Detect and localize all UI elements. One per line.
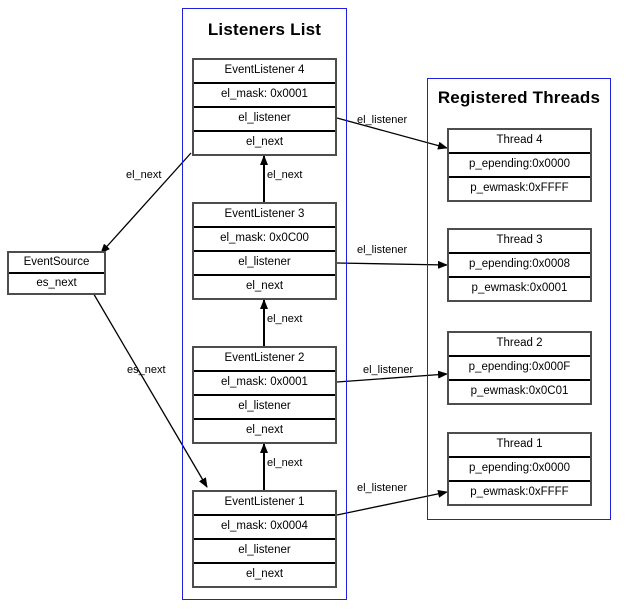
listener3-el-listener: el_listener [194, 252, 335, 276]
listener4-el-listener: el_listener [194, 108, 335, 132]
thread2-title: Thread 2 [449, 333, 590, 357]
thread1-p-epending: p_epending:0x0000 [449, 458, 590, 482]
event-source-title: EventSource [9, 253, 104, 274]
listener1-title: EventListener 1 [194, 492, 335, 516]
thread4-title: Thread 4 [449, 130, 590, 154]
event-source-es-next: es_next [36, 276, 77, 289]
listener2-el-next: el_next [245, 424, 284, 437]
listener3-el-next: el_next [245, 280, 284, 293]
thread4-p-ewmask: p_ewmask:0xFFFF [470, 182, 569, 195]
node-event-listener-3[interactable]: EventListener 3 el_mask: 0x0C00 el_liste… [192, 202, 337, 300]
thread1-title: Thread 1 [449, 434, 590, 458]
edge-label-listener1-to-thread1: el_listener [357, 482, 408, 494]
edge-label-listener4-to-thread4: el_listener [357, 114, 408, 126]
thread3-title: Thread 3 [449, 230, 590, 254]
edge-label-listener3-to-thread3: el_listener [357, 244, 408, 256]
node-event-listener-1[interactable]: EventListener 1 el_mask: 0x0004 el_liste… [192, 490, 337, 588]
listener2-title: EventListener 2 [194, 348, 335, 372]
node-thread-2[interactable]: Thread 2 p_epending:0x000F p_ewmask:0x0C… [447, 331, 592, 405]
node-thread-3[interactable]: Thread 3 p_epending:0x0008 p_ewmask:0x00… [447, 228, 592, 302]
listener2-el-listener: el_listener [194, 396, 335, 420]
listener4-title: EventListener 4 [194, 60, 335, 84]
cluster-registered-threads [427, 78, 611, 520]
thread2-p-epending: p_epending:0x000F [449, 357, 590, 381]
edge-label-listener1-to-listener2: el_next [267, 457, 303, 469]
edge-label-listener2-to-listener3: el_next [267, 313, 303, 325]
edge-label-eventsource-to-listener1: es_next [127, 364, 166, 376]
listener1-el-next: el_next [245, 568, 284, 581]
edge-listener4-to-eventsource [100, 152, 192, 254]
node-thread-4[interactable]: Thread 4 p_epending:0x0000 p_ewmask:0xFF… [447, 128, 592, 202]
node-thread-1[interactable]: Thread 1 p_epending:0x0000 p_ewmask:0xFF… [447, 432, 592, 506]
listener1-el-listener: el_listener [194, 540, 335, 564]
listener4-el-next: el_next [245, 136, 284, 149]
thread3-p-ewmask: p_ewmask:0x0001 [471, 282, 568, 295]
listener3-title: EventListener 3 [194, 204, 335, 228]
listener1-el-mask: el_mask: 0x0004 [194, 516, 335, 540]
thread2-p-ewmask: p_ewmask:0x0C01 [470, 385, 569, 398]
edge-label-listener3-to-listener4: el_next [267, 169, 303, 181]
edge-label-listener4-to-eventsource: el_next [126, 169, 162, 181]
cluster-listeners-list [182, 8, 347, 600]
cluster-registered-threads-title: Registered Threads [437, 88, 601, 107]
thread4-p-epending: p_epending:0x0000 [449, 154, 590, 178]
edge-label-listener2-to-thread2: el_listener [363, 364, 414, 376]
listener4-el-mask: el_mask: 0x0001 [194, 84, 335, 108]
thread3-p-epending: p_epending:0x0008 [449, 254, 590, 278]
listener2-el-mask: el_mask: 0x0001 [194, 372, 335, 396]
node-event-listener-2[interactable]: EventListener 2 el_mask: 0x0001 el_liste… [192, 346, 337, 444]
listener3-el-mask: el_mask: 0x0C00 [194, 228, 335, 252]
node-event-listener-4[interactable]: EventListener 4 el_mask: 0x0001 el_liste… [192, 58, 337, 156]
cluster-listeners-list-title: Listeners List [207, 20, 322, 39]
thread1-p-ewmask: p_ewmask:0xFFFF [470, 486, 569, 499]
node-event-source[interactable]: EventSource es_next [7, 251, 106, 295]
